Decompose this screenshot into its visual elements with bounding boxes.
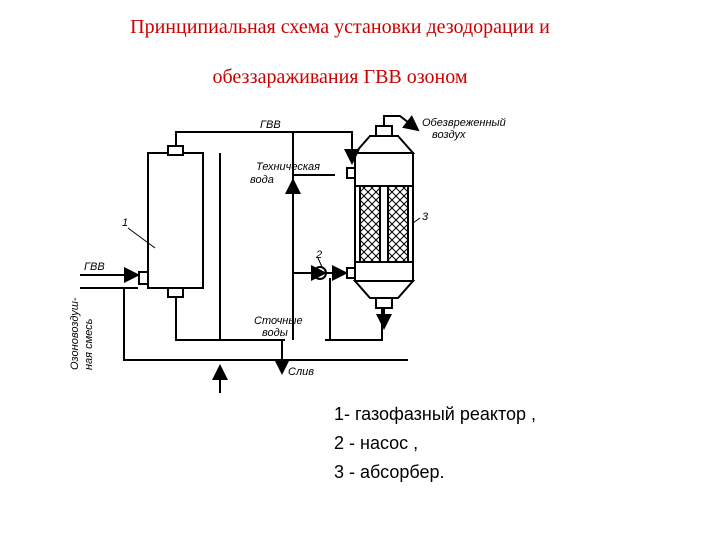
legend: 1- газофазный реактор , 2 - насос , 3 - … xyxy=(334,400,536,487)
leader-1 xyxy=(127,227,156,249)
reactor-side-nozzle xyxy=(138,271,149,285)
pipe-reactor-bottom xyxy=(175,297,285,341)
legend-item-2: 2 - насос , xyxy=(334,433,419,453)
label-gvv-left: ГВВ xyxy=(84,261,105,273)
label-num-3: 3 xyxy=(422,211,429,223)
pipe-recirc-return xyxy=(123,288,408,361)
absorber-packing-left xyxy=(359,185,381,263)
label-gvv-top: ГВВ xyxy=(260,119,281,131)
reactor-top-nozzle xyxy=(167,145,184,156)
pipe-waste-to-drain xyxy=(274,339,290,375)
absorber-top-cap xyxy=(352,135,416,154)
label-ozone-mix-2: ная смесь xyxy=(83,318,95,370)
label-num-2: 2 xyxy=(315,249,322,261)
label-num-1: 1 xyxy=(122,217,128,229)
label-air-1: Обезвреженный xyxy=(422,117,506,129)
absorber-bottom-cap xyxy=(352,280,416,299)
title-line-2: обеззараживания ГВВ озоном xyxy=(212,66,468,88)
pipe-gvv-top xyxy=(175,131,360,165)
label-waste-water-1: Сточные xyxy=(254,315,303,327)
absorber-bottom-nozzle xyxy=(375,297,393,309)
legend-item-3: 3 - абсорбер. xyxy=(334,462,445,482)
pipe-air-out xyxy=(383,115,420,132)
legend-item-1: 1- газофазный реактор , xyxy=(334,404,537,424)
label-ozone-mix-1: Озоновоздуш- xyxy=(69,297,81,370)
process-diagram: ГВВ Обезвреженный воздух Техническая вод… xyxy=(69,115,506,393)
label-tech-water-2: вода xyxy=(250,174,274,186)
label-air-2: воздух xyxy=(432,129,466,141)
reactor-bottom-nozzle xyxy=(167,287,184,298)
pipe-tech-water xyxy=(292,174,335,274)
pipe-right-vertical xyxy=(329,278,383,341)
leader-2 xyxy=(317,257,323,268)
absorber-inlet-top xyxy=(346,167,356,179)
absorber-inlet-bottom xyxy=(346,267,356,279)
label-waste-water-2: воды xyxy=(262,327,288,339)
reactor-body xyxy=(147,152,204,289)
absorber-top-nozzle xyxy=(375,125,393,137)
leader-3 xyxy=(412,217,421,224)
label-tech-water-1: Техническая xyxy=(256,161,320,173)
absorber-packing-right xyxy=(387,185,409,263)
title-line-1: Принципиальная схема установки дезодорац… xyxy=(130,16,550,38)
label-drain: Слив xyxy=(288,366,314,378)
